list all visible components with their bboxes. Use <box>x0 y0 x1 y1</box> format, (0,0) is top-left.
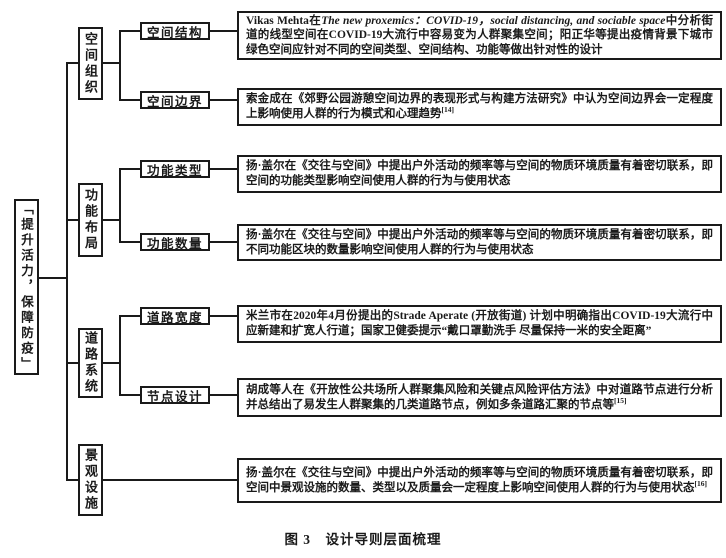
connector-line <box>103 479 237 481</box>
branch-node-function-layout: 功能布局 <box>78 183 103 257</box>
branch-label: 景观设施 <box>83 448 98 512</box>
connector-line <box>66 62 68 481</box>
connector-line <box>119 168 121 243</box>
connector-line <box>119 99 140 101</box>
connector-line <box>66 479 78 481</box>
connector-line <box>210 394 237 396</box>
sub-node-space-boundary: 空间边界 <box>140 91 210 109</box>
sub-node-function-quantity: 功能数量 <box>140 233 210 251</box>
text-content: 米兰市在2020年4月份提出的Strade Aperate (开放街道) 计划中… <box>246 310 713 337</box>
sub-node-function-type: 功能类型 <box>140 160 210 178</box>
sub-node-node-design: 节点设计 <box>140 386 210 404</box>
connector-line <box>210 30 237 32</box>
root-label: 「提升活力，保障防疫」 <box>19 201 33 373</box>
branch-label: 空间组织 <box>83 31 98 96</box>
connector-line <box>210 315 237 317</box>
sub-label: 功能类型 <box>146 163 203 178</box>
connector-line <box>119 241 140 243</box>
sub-node-space-structure: 空间结构 <box>140 22 210 40</box>
connector-line <box>103 62 120 64</box>
connector-line <box>103 362 120 364</box>
text-content: 索金成在《郊野公园游憩空间边界的表现形式与构建方法研究》中认为空间边界会一定程度… <box>246 93 713 120</box>
connector-line <box>119 315 140 317</box>
root-node: 「提升活力，保障防疫」 <box>14 199 39 375</box>
text-box-landscape-facilities: 扬·盖尔在《交往与空间》中提出户外活动的频率等与空间的物质环境质量有着密切联系，… <box>237 458 722 503</box>
text-content: 胡成等人在《开放性公共场所人群聚集风险和关键点风险评估方法》中对道路节点进行分析… <box>246 383 713 411</box>
sub-label: 空间结构 <box>146 25 203 40</box>
branch-label: 道路系统 <box>83 331 98 395</box>
text-content: 扬·盖尔在《交往与空间》中提出户外活动的频率等与空间的物质环境质量有着密切联系，… <box>246 466 713 494</box>
text-box-road-width: 米兰市在2020年4月份提出的Strade Aperate (开放街道) 计划中… <box>237 305 722 343</box>
sub-label: 节点设计 <box>146 389 203 404</box>
text-box-space-structure: Vikas Mehta在The new proxemics：COVID-19，s… <box>237 11 722 60</box>
connector-line <box>119 30 121 101</box>
branch-node-road-system: 道路系统 <box>78 328 103 398</box>
figure-caption: 图 3 设计导则层面梳理 <box>284 532 442 547</box>
text-box-function-quantity: 扬·盖尔在《交往与空间》中提出户外活动的频率等与空间的物质环境质量有着密切联系，… <box>237 224 722 261</box>
connector-line <box>119 168 140 170</box>
sub-node-road-width: 道路宽度 <box>140 307 210 325</box>
sub-label: 道路宽度 <box>146 310 203 325</box>
connector-line <box>119 394 140 396</box>
text-box-function-type: 扬·盖尔在《交往与空间》中提出户外活动的频率等与空间的物质环境质量有着密切联系，… <box>237 155 722 193</box>
connector-line <box>39 277 66 279</box>
connector-line <box>66 219 78 221</box>
connector-line <box>210 99 237 101</box>
text-box-space-boundary: 索金成在《郊野公园游憩空间边界的表现形式与构建方法研究》中认为空间边界会一定程度… <box>237 88 722 126</box>
connector-line <box>210 241 237 243</box>
connector-line <box>103 219 120 221</box>
connector-line <box>119 30 140 32</box>
branch-label: 功能布局 <box>83 188 98 252</box>
connector-line <box>66 362 78 364</box>
sub-label: 空间边界 <box>146 94 203 109</box>
text-box-node-design: 胡成等人在《开放性公共场所人群聚集风险和关键点风险评估方法》中对道路节点进行分析… <box>237 378 722 417</box>
connector-line <box>210 168 237 170</box>
connector-line <box>66 62 78 64</box>
branch-node-landscape-facilities: 景观设施 <box>78 444 103 516</box>
connector-line <box>119 315 121 396</box>
text-content: 扬·盖尔在《交往与空间》中提出户外活动的频率等与空间的物质环境质量有着密切联系，… <box>246 160 713 187</box>
branch-node-space-organization: 空间组织 <box>78 27 103 100</box>
text-content: Vikas Mehta在The new proxemics：COVID-19，s… <box>246 14 713 56</box>
text-content: 扬·盖尔在《交往与空间》中提出户外活动的频率等与空间的物质环境质量有着密切联系，… <box>246 228 713 256</box>
sub-label: 功能数量 <box>146 236 203 251</box>
